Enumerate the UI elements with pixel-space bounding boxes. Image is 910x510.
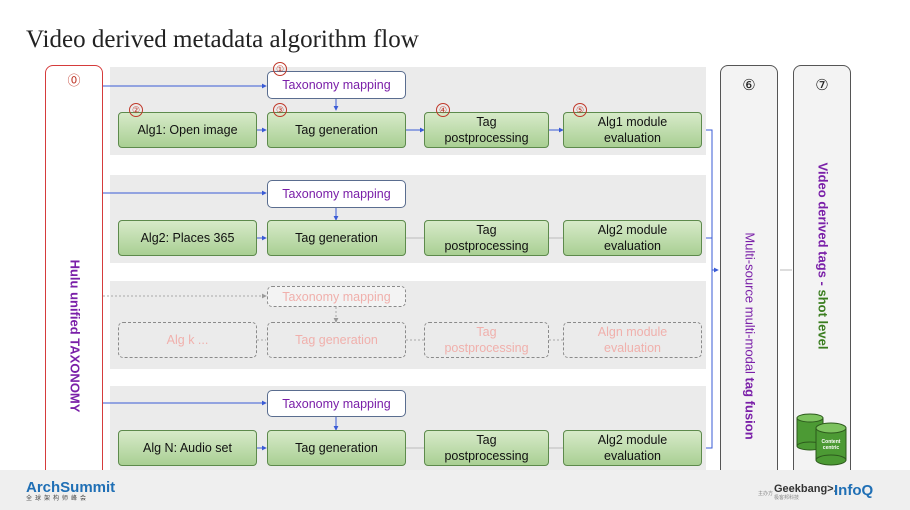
row2-post-l1: Tag xyxy=(476,223,497,237)
row3-post-l2: postprocessing xyxy=(444,341,529,355)
row4-tag-generation: Tag generation xyxy=(267,430,406,466)
row1-post-l2: postprocessing xyxy=(444,131,529,145)
archsummit-logo: ArchSummit 全球架构师峰会 xyxy=(26,480,115,503)
marker-zero: ⓪ xyxy=(67,73,81,88)
row2-eval-l1: Alg2 module xyxy=(597,223,668,237)
row1-tag-generation: Tag generation xyxy=(267,112,406,148)
row3-eval-l1: Algn module xyxy=(597,325,668,339)
step-marker-4: ④ xyxy=(436,103,450,117)
step-marker-5: ⑤ xyxy=(573,103,587,117)
database-label-l2: centric xyxy=(822,445,840,451)
row4-tag-postprocessing: Tag postprocessing xyxy=(424,430,549,466)
row3-post-l1: Tag xyxy=(476,325,497,339)
row2-alg-box: Alg2: Places 365 xyxy=(118,220,257,256)
row2-taxonomy-mapping: Taxonomy mapping xyxy=(267,180,406,208)
video-tags-label-suffix: shot level xyxy=(815,289,831,350)
video-tags-label: Video derived tags - shot level xyxy=(816,163,831,350)
row3-tag-generation: Tag generation xyxy=(267,322,406,358)
output-marker: ⑦ xyxy=(815,77,829,94)
row1-alg-box: Alg1: Open image xyxy=(118,112,257,148)
row1-post-l1: Tag xyxy=(476,115,497,129)
archsummit-logo-text: ArchSummit xyxy=(26,479,116,496)
infoq-logo: InfoQ xyxy=(834,482,874,499)
row2-post-l2: postprocessing xyxy=(444,239,529,253)
row4-eval-l2: evaluation xyxy=(604,449,661,463)
row2-tag-postprocessing: Tag postprocessing xyxy=(424,220,549,256)
database-icon xyxy=(796,413,847,466)
tag-fusion-label-prefix: Multi-source multi-modal xyxy=(742,232,758,378)
video-tags-label-prefix: Video derived tags - xyxy=(815,162,831,290)
row4-eval-l1: Alg2 module xyxy=(597,433,668,447)
fusion-marker: ⑥ xyxy=(742,77,756,94)
row1-eval-l2: evaluation xyxy=(604,131,661,145)
archsummit-logo-sub: 全球架构师峰会 xyxy=(26,496,90,502)
hulu-taxonomy-panel: ⓪ Hulu unified TAXONOMY xyxy=(45,65,103,478)
row1-evaluation: Alg1 module evaluation xyxy=(563,112,702,148)
geekbang-logo-text: Geekbang>. xyxy=(774,483,837,495)
row2-tag-generation: Tag generation xyxy=(267,220,406,256)
database-label-l1: Content xyxy=(821,439,841,445)
row4-post-l2: postprocessing xyxy=(444,449,529,463)
tag-fusion-label: Multi-source multi-modal tag fusion xyxy=(743,232,758,439)
tag-fusion-label-bold: tag fusion xyxy=(742,377,758,440)
row3-taxonomy-mapping: Taxonomy mapping xyxy=(267,286,406,307)
page-title: Video derived metadata algorithm flow xyxy=(26,26,419,53)
step-marker-2: ② xyxy=(129,103,143,117)
row2-eval-l2: evaluation xyxy=(604,239,661,253)
database-label: Content centric xyxy=(816,439,846,451)
footer-bar xyxy=(0,470,910,510)
organizer-label: 主办方 xyxy=(758,491,774,497)
step-marker-1: ① xyxy=(273,62,287,76)
row3-alg-box: Alg k ... xyxy=(118,322,257,358)
row2-evaluation: Alg2 module evaluation xyxy=(563,220,702,256)
row4-evaluation: Alg2 module evaluation xyxy=(563,430,702,466)
geekbang-logo: Geekbang>. 极客邦科技 xyxy=(774,483,837,502)
row3-eval-l2: evaluation xyxy=(604,341,661,355)
tag-fusion-panel: ⑥ Multi-source multi-modal tag fusion xyxy=(720,65,778,478)
row1-eval-l1: Alg1 module xyxy=(597,115,668,129)
row4-alg-box: Alg N: Audio set xyxy=(118,430,257,466)
video-tags-panel: ⑦ Video derived tags - shot level Conten… xyxy=(793,65,851,478)
geekbang-logo-sub: 极客邦科技 xyxy=(774,495,800,501)
row-band-3 xyxy=(110,281,706,369)
row3-tag-postprocessing: Tag postprocessing xyxy=(424,322,549,358)
hulu-taxonomy-label: Hulu unified TAXONOMY xyxy=(67,259,83,413)
step-marker-3: ③ xyxy=(273,103,287,117)
row1-tag-postprocessing: Tag postprocessing xyxy=(424,112,549,148)
row4-taxonomy-mapping: Taxonomy mapping xyxy=(267,390,406,417)
row3-evaluation: Algn module evaluation xyxy=(563,322,702,358)
row1-taxonomy-mapping: Taxonomy mapping xyxy=(267,71,406,99)
row4-post-l1: Tag xyxy=(476,433,497,447)
